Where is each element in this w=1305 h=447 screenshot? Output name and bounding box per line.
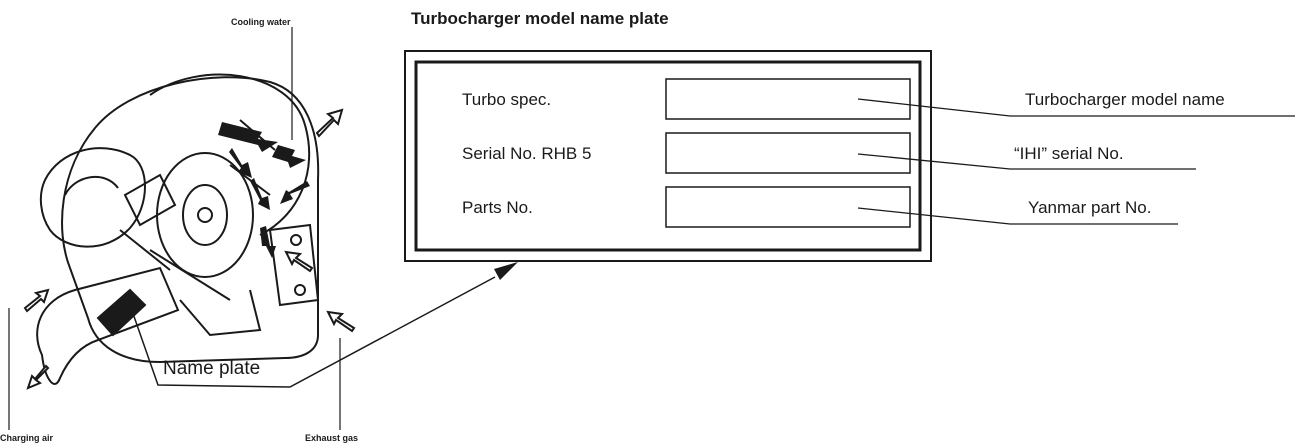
field-callout-lines xyxy=(857,98,1295,225)
turbocharger-illustration xyxy=(36,73,320,385)
illustration-leader-lines xyxy=(8,27,341,430)
cooling-water-flow-arrows xyxy=(218,122,310,258)
yanmar-part-no-callout: Yanmar part No. xyxy=(1028,198,1152,217)
charging-air-label: Charging air xyxy=(0,433,54,443)
cooling-water-label: Cooling water xyxy=(231,17,291,27)
name-plate-frame xyxy=(404,50,932,262)
serial-no-label: Serial No. RHB 5 xyxy=(462,144,592,163)
turbocharger-model-name-callout: Turbocharger model name xyxy=(1025,90,1225,109)
name-plate-arrowhead xyxy=(494,262,518,280)
turbo-spec-label: Turbo spec. xyxy=(462,90,552,109)
diagram-title: Turbocharger model name plate xyxy=(411,9,669,28)
parts-no-label: Parts No. xyxy=(462,198,533,217)
name-plate-label: Name plate xyxy=(163,358,261,379)
exhaust-gas-label: Exhaust gas xyxy=(305,433,359,443)
name-plate-callout xyxy=(129,276,496,388)
air-gas-flow-arrows xyxy=(23,108,356,390)
ihi-serial-no-callout: “IHI” serial No. xyxy=(1014,144,1124,163)
